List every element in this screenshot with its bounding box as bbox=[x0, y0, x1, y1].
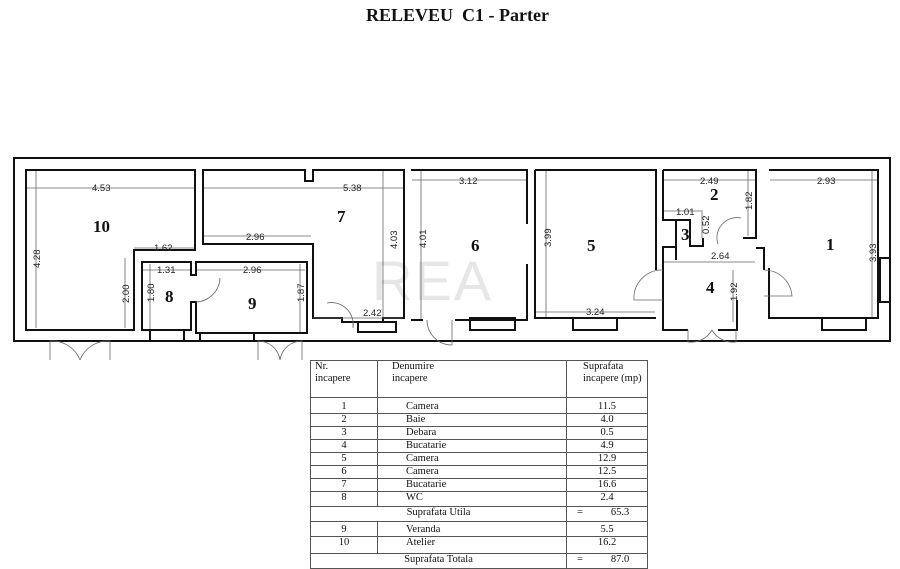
dim-label: 2.93 bbox=[817, 176, 836, 187]
door-arc bbox=[195, 277, 221, 303]
dim-label: 3.24 bbox=[586, 307, 605, 318]
room-number-4: 4 bbox=[706, 278, 715, 297]
room-number-1: 1 bbox=[826, 235, 835, 254]
dim-label: 1.62 bbox=[154, 243, 173, 254]
room-number-7: 7 bbox=[337, 207, 346, 226]
room-number-9: 9 bbox=[248, 294, 257, 313]
room-6-outline bbox=[411, 169, 528, 321]
door-arc bbox=[716, 217, 742, 245]
window bbox=[199, 332, 255, 342]
room-number-10: 10 bbox=[93, 217, 110, 236]
header-nr: Nr.incapere bbox=[310, 360, 378, 398]
dim-label: 1.92 bbox=[729, 283, 740, 302]
dim-label: 2.00 bbox=[121, 285, 132, 304]
dim-label: 1.87 bbox=[296, 284, 307, 303]
dim-label: 3.12 bbox=[459, 176, 478, 187]
dim-label: 3.93 bbox=[868, 244, 879, 263]
dim-label: 2.49 bbox=[700, 176, 719, 187]
room-number-6: 6 bbox=[471, 236, 480, 255]
door-arc bbox=[426, 319, 453, 346]
dim-label: 1.31 bbox=[157, 265, 176, 276]
dim-label: 1.80 bbox=[146, 284, 157, 303]
dimension-lines bbox=[27, 171, 877, 332]
dim-label: 2.64 bbox=[711, 251, 730, 262]
watermark: REA bbox=[372, 249, 493, 312]
room-number-8: 8 bbox=[165, 287, 174, 306]
window bbox=[572, 317, 618, 331]
room-10-outline bbox=[25, 169, 196, 331]
total-row: Suprafata Totala =87.0 bbox=[310, 553, 648, 569]
dim-label: 2.42 bbox=[363, 308, 382, 319]
room-number-5: 5 bbox=[587, 236, 596, 255]
floor-plan: REA bbox=[13, 157, 891, 360]
dimension-labels: 4.53 4.28 1.62 2.00 5.38 2.96 4.03 2.42 … bbox=[32, 176, 879, 319]
dim-label: 4.03 bbox=[389, 231, 400, 250]
window bbox=[821, 317, 867, 331]
door-arc bbox=[326, 302, 354, 329]
window bbox=[149, 329, 185, 342]
door-arc bbox=[257, 340, 303, 360]
room-number-3: 3 bbox=[681, 225, 690, 244]
dim-label: 4.28 bbox=[32, 250, 43, 269]
room-3-outline bbox=[675, 219, 704, 260]
dim-label: 1.82 bbox=[744, 192, 755, 211]
outer-wall bbox=[13, 157, 891, 342]
room-4-outline bbox=[662, 247, 765, 331]
dim-label: 2.96 bbox=[246, 232, 265, 243]
subtotal-row: Suprafata Utila =65.3 bbox=[310, 506, 648, 522]
dim-label: 5.38 bbox=[343, 183, 362, 194]
dim-label: 2.96 bbox=[243, 265, 262, 276]
dim-label: 4.53 bbox=[92, 183, 111, 194]
door-arc bbox=[763, 269, 793, 297]
room-7-outline bbox=[202, 169, 405, 323]
dim-label: 4.01 bbox=[418, 230, 429, 249]
door-arc bbox=[49, 340, 111, 360]
door-arc bbox=[633, 269, 664, 301]
dim-label: 3.99 bbox=[543, 229, 554, 248]
window bbox=[469, 317, 516, 331]
dim-label: 0.52 bbox=[701, 216, 712, 235]
room-1-outline bbox=[768, 169, 879, 319]
drawing-title: RELEVEU C1 - Parter bbox=[366, 5, 549, 25]
room-numbers: 1 2 3 4 5 6 7 8 9 10 bbox=[93, 185, 835, 313]
dim-label: 1.01 bbox=[676, 207, 695, 218]
room-number-2: 2 bbox=[710, 185, 719, 204]
window bbox=[357, 321, 397, 333]
door-arc bbox=[687, 329, 737, 343]
window bbox=[879, 257, 891, 303]
room-8-outline bbox=[141, 261, 308, 334]
